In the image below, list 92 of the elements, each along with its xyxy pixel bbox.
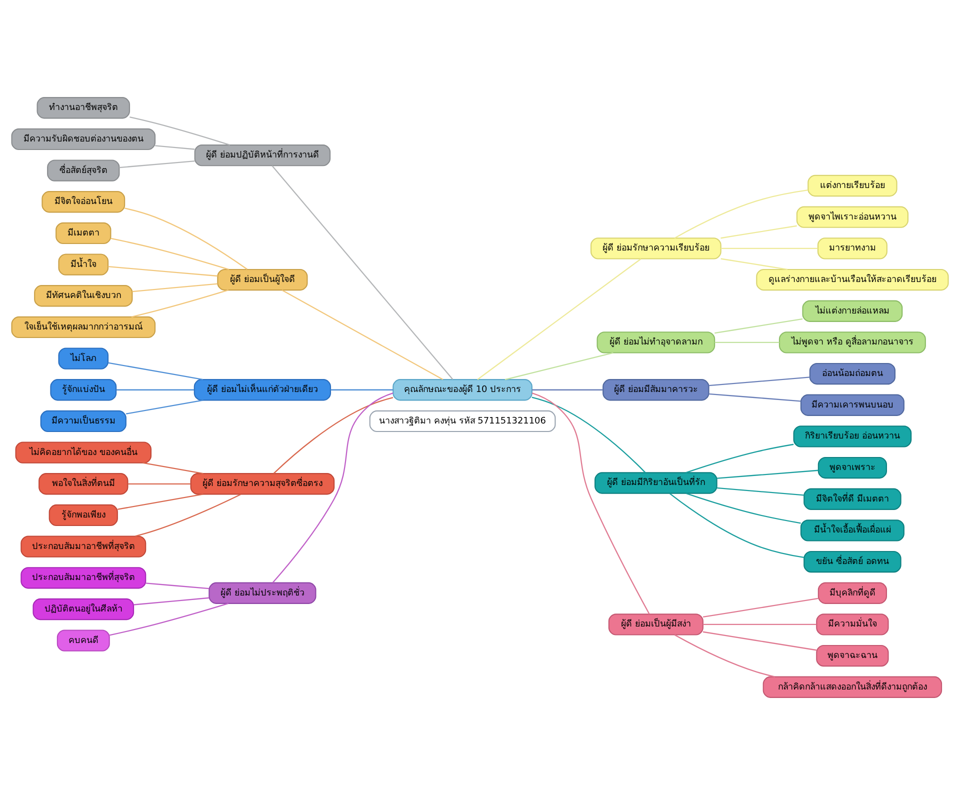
node-box: ประกอบสัมมาอาชีพที่สุจริต bbox=[20, 535, 146, 557]
connector bbox=[273, 396, 394, 474]
connector bbox=[708, 376, 810, 386]
node-box: ทำงานอาชีพสุจริต bbox=[36, 96, 130, 118]
node-box: พูดจาฉะฉาน bbox=[816, 644, 889, 666]
connector bbox=[477, 258, 642, 380]
node-box: ผู้ดี ย่อมไม่เห็นแก่ตัวฝ่ายเดียว bbox=[194, 378, 332, 400]
node-box: รู้จักแบ่งปัน bbox=[50, 378, 117, 400]
node-box: มีความเคารพนบนอบ bbox=[800, 394, 904, 416]
node-box: มารยาทงาม bbox=[817, 237, 888, 259]
node-box: อ่อนน้อมถ่อมตน bbox=[809, 362, 896, 384]
node-box: ผู้ดี ย่อมไม่ประพฤติชั่ว bbox=[208, 582, 316, 604]
connector bbox=[330, 388, 394, 390]
node-box: มีจิตใจอ่อนโยน bbox=[42, 190, 126, 212]
connector bbox=[708, 392, 801, 402]
connector bbox=[135, 493, 242, 536]
node-box: ผู้ดี ย่อมปฏิบัติหน้าที่การงานดี bbox=[194, 144, 331, 166]
node-box: นางสาวฐิติมา คงทุ่น รหัส 571151321106 bbox=[369, 410, 556, 432]
node-box: มีเมตตา bbox=[56, 222, 112, 244]
connector bbox=[532, 392, 650, 614]
connector bbox=[119, 160, 195, 168]
node-box: ไม่แต่งกายล่อแหลม bbox=[802, 300, 903, 322]
connector bbox=[132, 282, 218, 292]
connector bbox=[716, 469, 818, 478]
connector bbox=[118, 493, 204, 510]
connector bbox=[128, 482, 190, 484]
node-box: ผู้ดี ย่อมเป็นผู้ใจดี bbox=[217, 268, 308, 290]
connector bbox=[124, 207, 248, 270]
connector bbox=[702, 597, 818, 618]
node-box: มีบุคลิกที่ดูดี bbox=[818, 582, 887, 604]
connector bbox=[720, 258, 788, 270]
connector bbox=[504, 352, 614, 380]
node-box: มีความเป็นธรรม bbox=[40, 410, 126, 432]
node-box: มีน้ำใจเอื้อเฟื้อเผื่อแผ่ bbox=[800, 519, 904, 541]
connector bbox=[720, 224, 797, 238]
node-box: ซื่อสัตย์สุจริต bbox=[47, 159, 120, 181]
node-box: ผู้ดี ย่อมมีสัมมาคารวะ bbox=[602, 378, 710, 400]
node-box: ประกอบสัมมาอาชีพที่สุจริต bbox=[20, 566, 146, 588]
connector bbox=[131, 289, 229, 317]
node-box: ผู้ดี ย่อมรักษาความสุจริตซื่อตรง bbox=[190, 472, 335, 494]
node-box: พูดจาเพราะ bbox=[818, 456, 887, 478]
node-box: แต่งกายเรียบร้อย bbox=[808, 174, 898, 196]
node-box: พอใจในสิ่งที่ตนมี bbox=[38, 472, 128, 494]
connector bbox=[142, 462, 204, 474]
connector bbox=[702, 623, 816, 625]
node-box: ผู้ดี ย่อมรักษาความเรียบร้อย bbox=[590, 237, 722, 259]
connector bbox=[282, 289, 444, 380]
connector bbox=[716, 486, 804, 496]
connector bbox=[108, 362, 204, 380]
node-box: ไม่พูดจา หรือ ดูสื่อลามกอนาจาร bbox=[778, 331, 926, 353]
connector bbox=[272, 164, 454, 380]
connector bbox=[146, 582, 210, 589]
connector bbox=[126, 399, 204, 414]
node-box: มีจิตใจที่ดี มีเมตตา bbox=[804, 488, 902, 510]
connector bbox=[134, 596, 210, 605]
node-box: ผู้ดี ย่อมมีกิริยาอันเป็นที่รัก bbox=[594, 472, 718, 494]
connector bbox=[669, 492, 804, 558]
connector bbox=[532, 396, 646, 473]
node-box: มีน้ำใจ bbox=[58, 253, 109, 275]
connector bbox=[674, 634, 776, 677]
node-box: ผู้ดี ย่อมไม่ทำอุจาดลามก bbox=[596, 331, 716, 353]
connector bbox=[686, 492, 801, 524]
node-box: ดูแลร่างกายและบ้านเรือนให้สะอาดเรียบร้อย bbox=[756, 268, 949, 290]
connector bbox=[108, 266, 218, 276]
node-box: มีความมั่นใจ bbox=[816, 613, 889, 635]
connector bbox=[116, 388, 194, 390]
node-box: ไม่โลภ bbox=[58, 347, 109, 369]
connector bbox=[109, 602, 229, 636]
connector bbox=[130, 116, 230, 146]
connector bbox=[155, 144, 195, 150]
node-box: ปฏิบัติตนอยู่ในศีลห้า bbox=[32, 598, 134, 620]
connector bbox=[686, 443, 794, 473]
connector bbox=[702, 630, 816, 650]
node-box: พูดจาไพเราะอ่อนหวาน bbox=[796, 206, 908, 228]
connector bbox=[720, 247, 818, 249]
node-box: คุณลักษณะของผู้ดี 10 ประการ bbox=[392, 378, 532, 400]
connector bbox=[714, 341, 780, 343]
connector bbox=[272, 392, 394, 583]
connector bbox=[110, 237, 230, 270]
node-box: ใจเย็นใช้เหตุผลมากกว่าอารมณ์ bbox=[11, 316, 156, 338]
node-box: กิริยาเรียบร้อย อ่อนหวาน bbox=[793, 425, 912, 447]
node-box: ผู้ดี ย่อมเป็นผู้มีสง่า bbox=[608, 613, 704, 635]
node-box: ขยัน ซื่อสัตย์ อดทน bbox=[804, 550, 902, 572]
node-box: รู้จักพอเพียง bbox=[48, 504, 118, 526]
node-box: ไม่คิดอยากได้ของ ของคนอื่น bbox=[15, 441, 152, 463]
node-box: กล้าคิดกล้าแสดงออกในสิ่งที่ดีงามถูกต้อง bbox=[762, 676, 942, 698]
connector bbox=[674, 189, 808, 238]
node-box: คบคนดี bbox=[56, 629, 110, 651]
node-box: มีความรับผิดชอบต่องานของตน bbox=[11, 128, 156, 150]
node-box: มีทัศนคติในเชิงบวก bbox=[34, 284, 133, 306]
connector bbox=[714, 318, 803, 334]
connector bbox=[532, 388, 603, 390]
